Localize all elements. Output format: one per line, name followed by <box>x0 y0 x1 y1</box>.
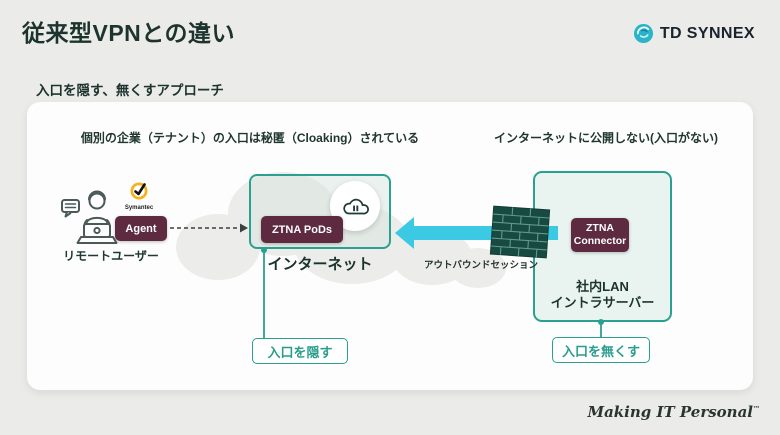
tagline-tm: ™ <box>753 404 760 413</box>
tagline-text: Making IT Personal <box>587 403 753 421</box>
cloud-icon <box>343 198 369 214</box>
slide-subtitle: 入口を隠す、無くすアプローチ <box>36 83 224 98</box>
symantec-check-icon <box>130 182 148 200</box>
lan-label-line2: イントラサーバー <box>550 295 655 311</box>
caption-cloaking: 個別の企業（テナント）の入口は秘匿（Cloaking）されている <box>80 131 420 145</box>
symantec-label: Symantec <box>124 205 154 211</box>
ztna-connector-badge: ZTNA Connector <box>571 218 629 252</box>
lan-label: 社内LAN イントラサーバー <box>537 279 668 312</box>
brand-name: TD SYNNEX <box>659 24 755 42</box>
lan-label-line1: 社内LAN <box>576 279 629 294</box>
footer-tagline: Making IT Personal™ <box>587 403 760 421</box>
agent-badge: Agent <box>115 216 167 241</box>
hide-entrance-tag: 入口を隠す <box>252 338 348 364</box>
page-title: 従来型VPNとの違い <box>22 20 236 46</box>
connector-badge-line1: ZTNA <box>586 222 614 235</box>
caption-no-entrance: インターネットに公開しない(入口がない) <box>494 131 718 145</box>
symantec-logo: Symantec <box>119 180 159 211</box>
remote-user-icon <box>60 188 122 249</box>
ztna-pods-badge: ZTNA PoDs <box>261 216 343 243</box>
speech-bubble-icon <box>61 199 80 213</box>
outbound-session-label: アウトバウンドセッション <box>424 260 539 271</box>
tdsynnex-logo-icon <box>633 23 654 44</box>
brand-logo: TD SYNNEX <box>633 23 755 44</box>
internet-label: インターネット <box>267 256 373 273</box>
remote-user-label: リモートユーザー <box>63 249 159 263</box>
connector-badge-line2: Connector <box>573 235 627 247</box>
remove-entrance-tag: 入口を無くす <box>552 337 650 363</box>
